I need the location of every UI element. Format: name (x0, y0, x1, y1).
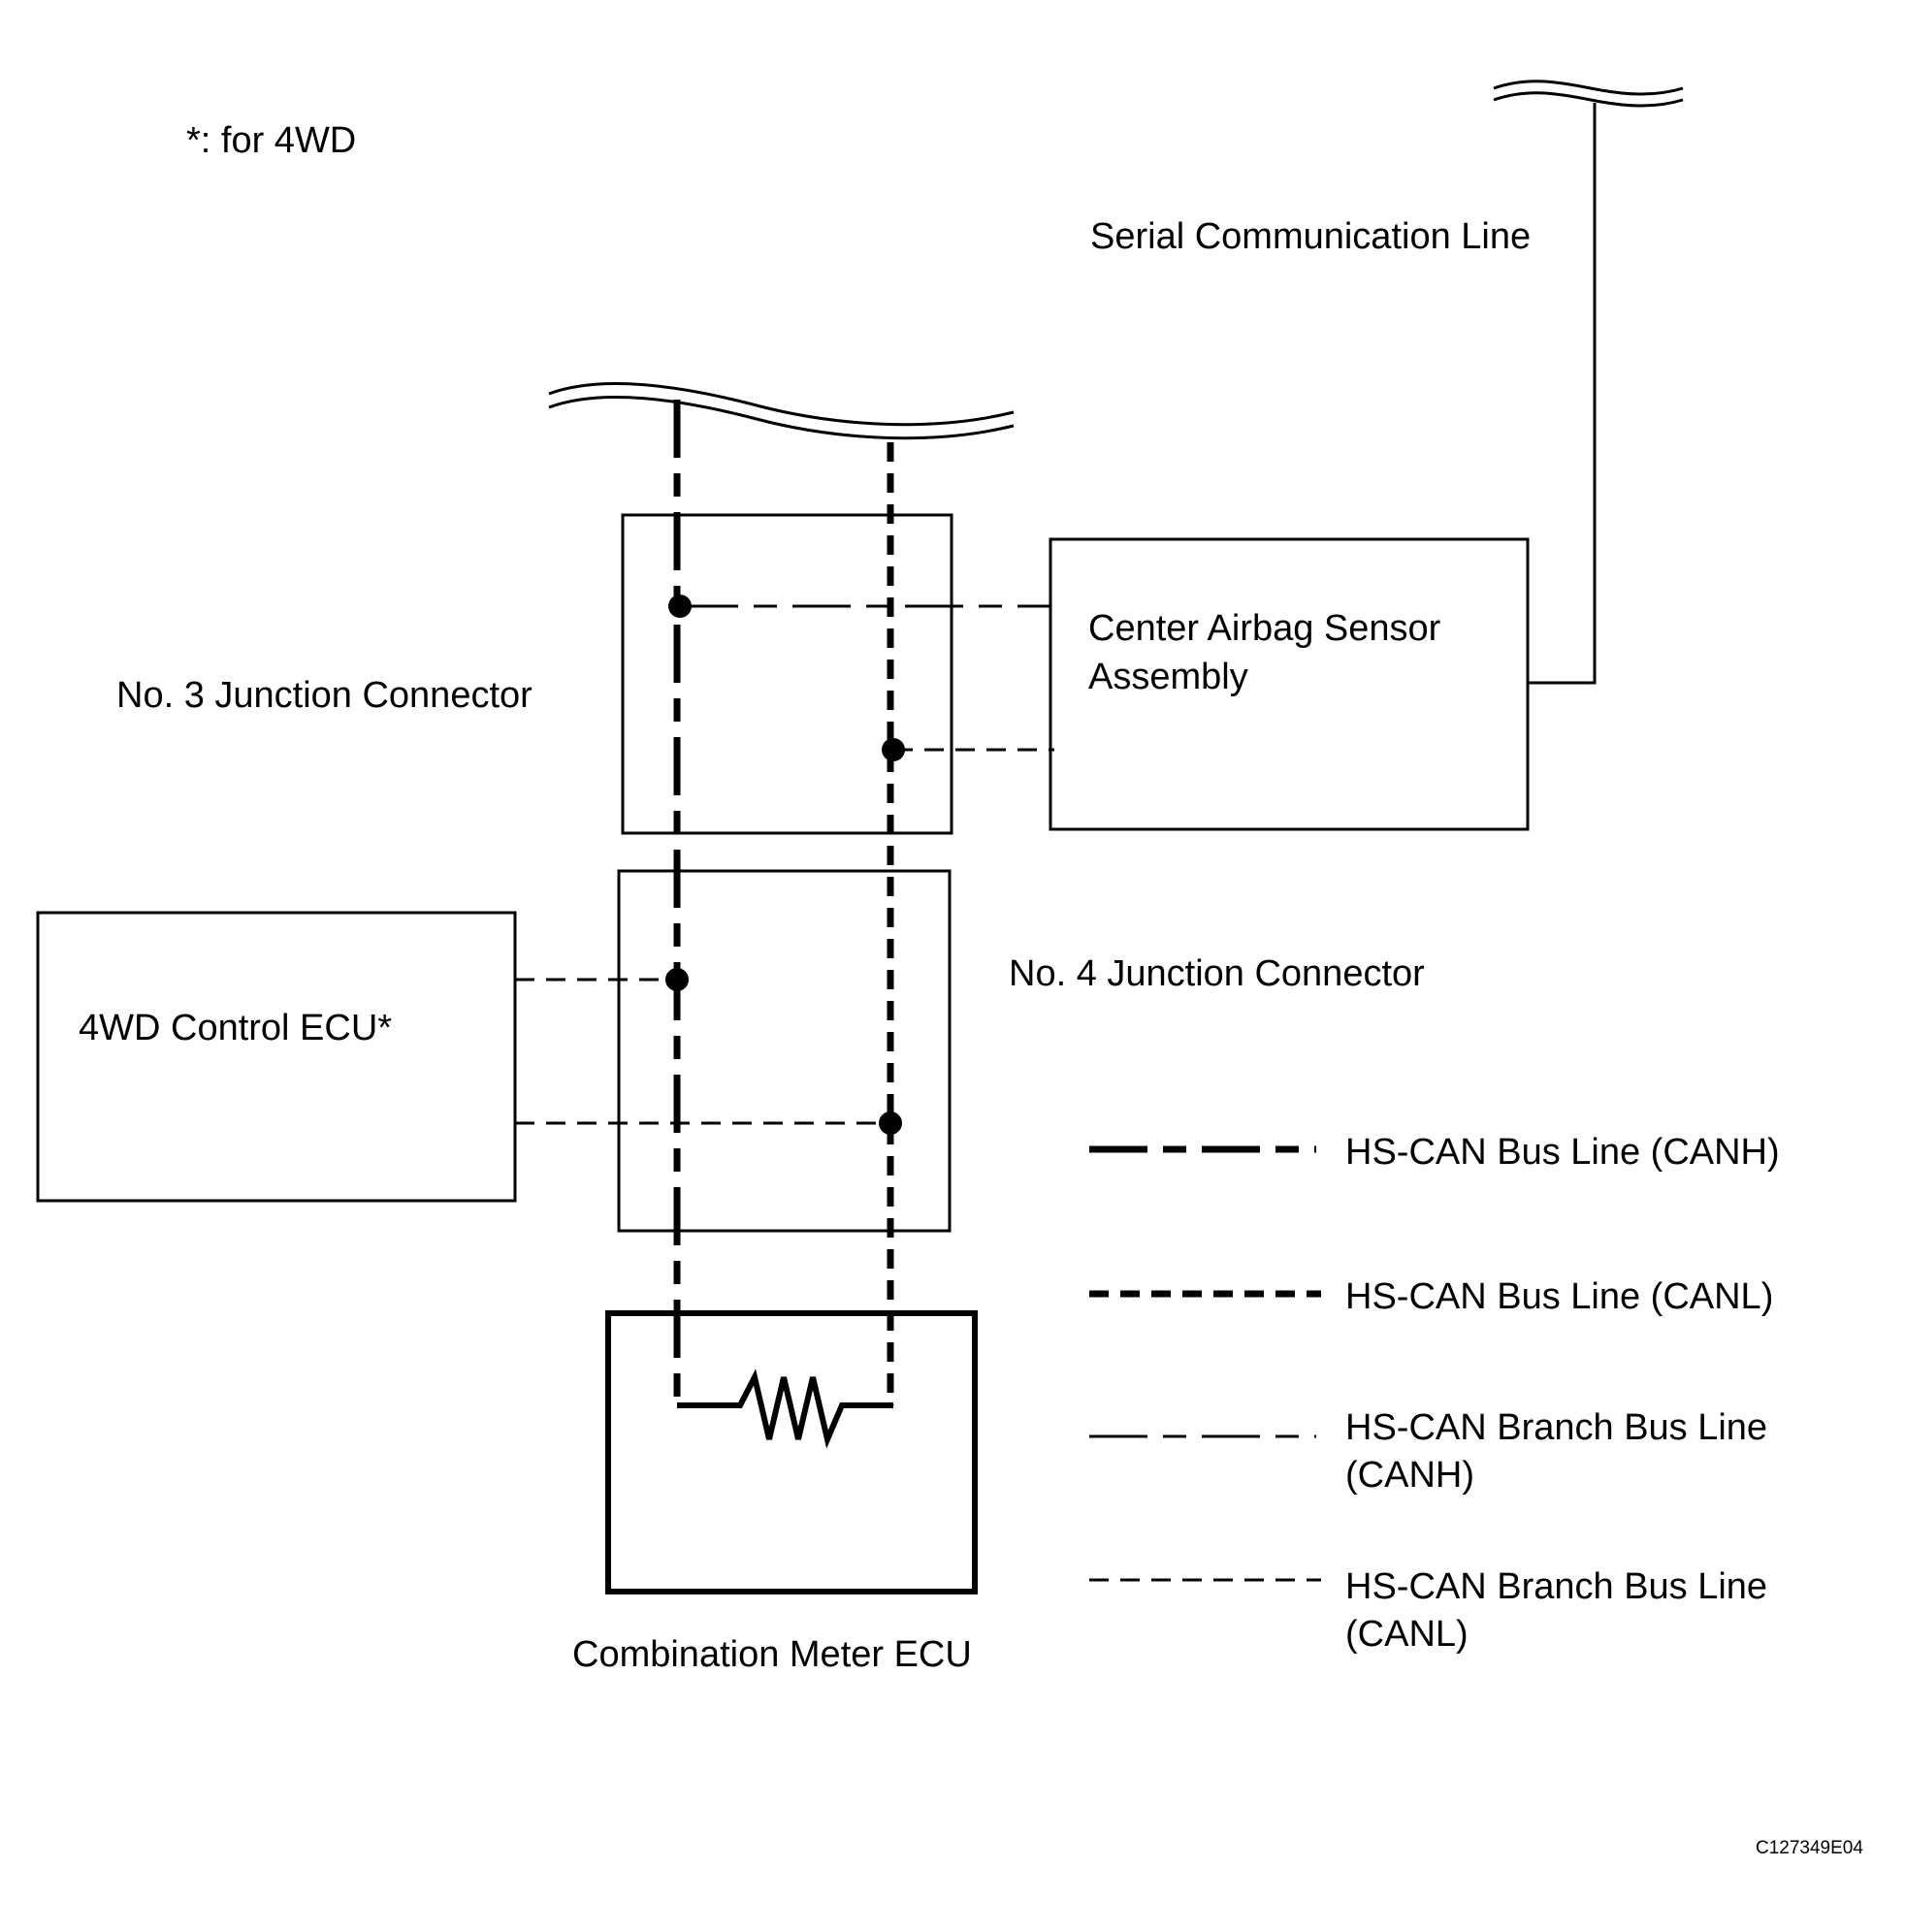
figure-code: C127349E04 (1756, 1838, 1863, 1858)
no4-junction-connector-box (617, 869, 952, 1233)
4wd-control-ecu-label: 4WD Control ECU* (79, 1008, 392, 1048)
airbag-sensor-label-line2: Assembly (1088, 657, 1248, 697)
legend: HS-CAN Bus Line (CANH) HS-CAN Bus Line (… (1089, 1132, 1780, 1655)
serial-line-label: Serial Communication Line (1090, 216, 1531, 257)
serial-communication-line (1528, 103, 1597, 685)
junction-dot-no4-canh (665, 968, 689, 991)
legend-canl-branch-label-line2: (CANL) (1345, 1614, 1469, 1655)
legend-canh-bus-label: HS-CAN Bus Line (CANH) (1345, 1132, 1780, 1173)
legend-canl-bus-label: HS-CAN Bus Line (CANL) (1345, 1276, 1773, 1317)
terminating-resistor (677, 1368, 893, 1449)
footnote-4wd: *: for 4WD (186, 120, 356, 161)
junction-dot-no3-canl (882, 738, 905, 761)
legend-canh-branch-label-line1: HS-CAN Branch Bus Line (1345, 1407, 1767, 1448)
4wd-control-ecu-box (36, 911, 517, 1203)
no4-junction-connector-label: No. 4 Junction Connector (1009, 953, 1425, 994)
legend-canl-branch-label-line1: HS-CAN Branch Bus Line (1345, 1566, 1767, 1607)
airbag-sensor-label-line1: Center Airbag Sensor (1088, 608, 1441, 649)
junction-dot-no3-canh (668, 595, 692, 618)
no3-junction-connector-label: No. 3 Junction Connector (116, 675, 533, 716)
legend-canh-branch-label-line2: (CANH) (1345, 1455, 1474, 1496)
serial-line-break-symbol (1493, 80, 1684, 108)
combination-meter-ecu-box (605, 1310, 978, 1594)
bus-line-break-symbol (548, 382, 1015, 440)
junction-dot-no4-canl (879, 1111, 902, 1135)
no3-junction-connector-box (621, 513, 953, 835)
combination-meter-ecu-label: Combination Meter ECU (572, 1634, 972, 1675)
center-airbag-sensor-box (1049, 537, 1530, 831)
